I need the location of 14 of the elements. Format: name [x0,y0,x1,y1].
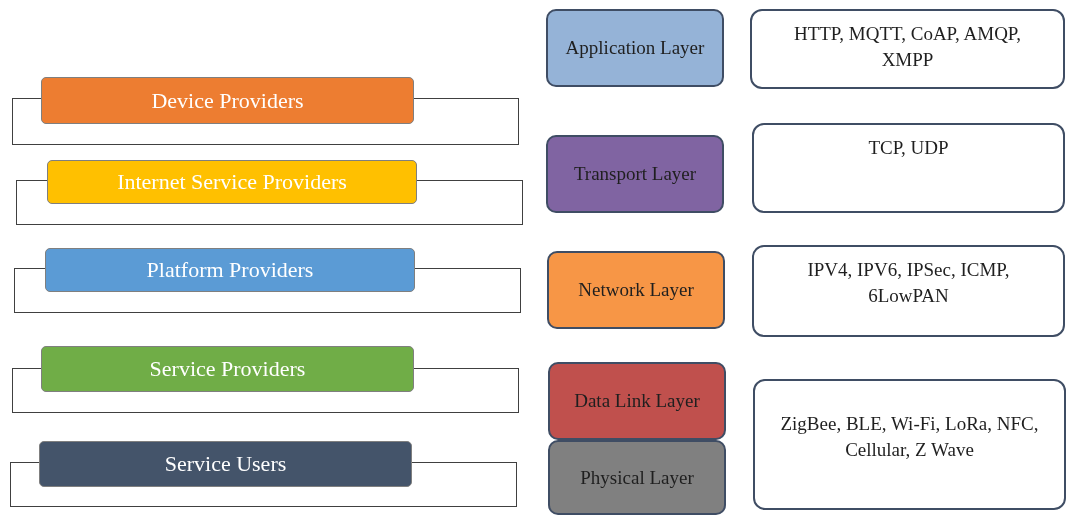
role-bar: Device Providers [41,77,414,124]
role-bar: Service Users [39,441,412,487]
layer-box: Transport Layer [546,135,724,213]
layer-box: Network Layer [547,251,725,329]
role-bar: Platform Providers [45,248,415,292]
protocol-box: TCP, UDP [752,123,1065,213]
layer-box: Application Layer [546,9,724,87]
role-bar: Service Providers [41,346,414,392]
role-bar: Internet Service Providers [47,160,417,204]
protocol-box: IPV4, IPV6, IPSec, ICMP, 6LowPAN [752,245,1065,337]
layer-box: Physical Layer [548,440,726,515]
protocol-box: ZigBee, BLE, Wi-Fi, LoRa, NFC, Cellular, Z Wave [753,379,1066,510]
protocol-box: HTTP, MQTT, CoAP, AMQP, XMPP [750,9,1065,89]
layer-box: Data Link Layer [548,362,726,440]
